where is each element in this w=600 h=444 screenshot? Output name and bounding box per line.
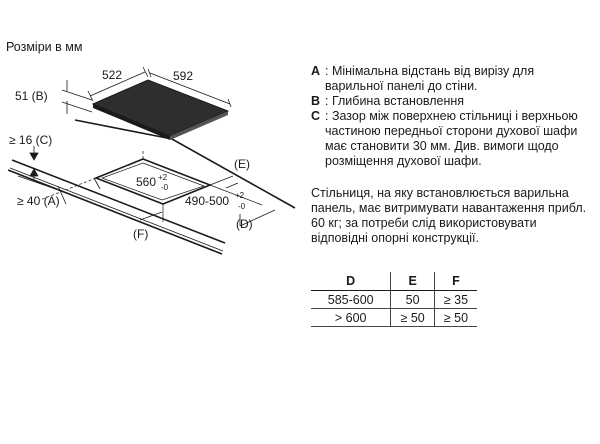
table-cell: ≥ 50: [433, 308, 477, 327]
load-requirement-text: Стільниця, на яку встановлюється варильн…: [311, 186, 587, 245]
cutout-depth-tol-plus: +2: [235, 191, 245, 200]
installation-diagram: 522 592 51 (B) ≥ 16 (C) ≥ 40 (A) (E) (D)…: [7, 66, 296, 255]
note-c: C : Зазор між поверхнею стільниці і верхн…: [311, 109, 596, 169]
table-row: 585-600 50 ≥ 35: [311, 290, 477, 309]
countertop-front-top-edge: [11, 159, 226, 244]
label-f: (F): [133, 227, 148, 241]
cutout-width-tol-minus: -0: [161, 183, 169, 192]
dim-522-label: 522: [102, 68, 122, 82]
note-b-text: : Глибина встановлення: [325, 94, 465, 108]
label-d: (D): [236, 217, 253, 231]
table-cell: ≥ 35: [433, 290, 477, 309]
notes-list: A : Мінімальна відстань від вирізу для ва…: [311, 64, 596, 169]
hob-dimension-lines: [61, 66, 232, 114]
cutout-guide-right: [209, 175, 234, 186]
hob-appliance: [91, 79, 230, 140]
cutout-depth-label: 490-500: [185, 194, 229, 208]
cutout-guide-depth: [209, 184, 263, 206]
clearance-table: D E F 585-600 50 ≥ 35 > 600 ≥ 50 ≥ 50: [311, 272, 477, 327]
dim-a-label: ≥ 40 (A): [17, 194, 60, 208]
note-b-key: B: [311, 94, 321, 108]
cutout-depth-tol-minus: -0: [238, 202, 246, 211]
table-cell: 50: [390, 290, 435, 309]
table-row: > 600 ≥ 50 ≥ 50: [311, 308, 477, 327]
note-b: B : Глибина встановлення: [311, 94, 596, 109]
cutout: [39, 150, 263, 222]
table-cell: > 600: [311, 308, 391, 327]
note-a-key: A: [311, 64, 321, 78]
cutout-guide-left: [39, 177, 97, 201]
dim-b-label: 51 (B): [15, 89, 48, 103]
note-c-text: : Зазор між поверхнею стільниці і верхнь…: [325, 109, 578, 168]
note-c-key: C: [311, 109, 321, 123]
table-cell: 585-600: [311, 290, 391, 309]
dim-c-label: ≥ 16 (C): [9, 133, 52, 147]
countertop-front-bottom-edge: [7, 169, 223, 255]
note-a: A : Мінімальна відстань від вирізу для ва…: [311, 64, 596, 94]
hob-side-edge: [93, 104, 170, 140]
table-header-e: E: [390, 272, 435, 291]
label-e: (E): [234, 157, 250, 171]
table-cell: ≥ 50: [390, 308, 435, 327]
cutout-width-tol-plus: +2: [158, 173, 168, 182]
note-a-text: : Мінімальна відстань від вирізу для вар…: [325, 64, 535, 93]
dim-592-label: 592: [173, 69, 193, 83]
edge-dimension-lines: [17, 146, 276, 227]
countertop-front-bottom-edge-2: [9, 167, 224, 252]
page-title: Розміри в мм: [6, 40, 83, 54]
table-header-row: D E F: [311, 272, 477, 291]
table-header-f: F: [433, 272, 477, 291]
cutout-inner-line: [100, 162, 206, 201]
hob-front-edge: [170, 111, 228, 140]
table-header-d: D: [311, 272, 391, 291]
cutout-width-label: 560: [136, 175, 156, 189]
